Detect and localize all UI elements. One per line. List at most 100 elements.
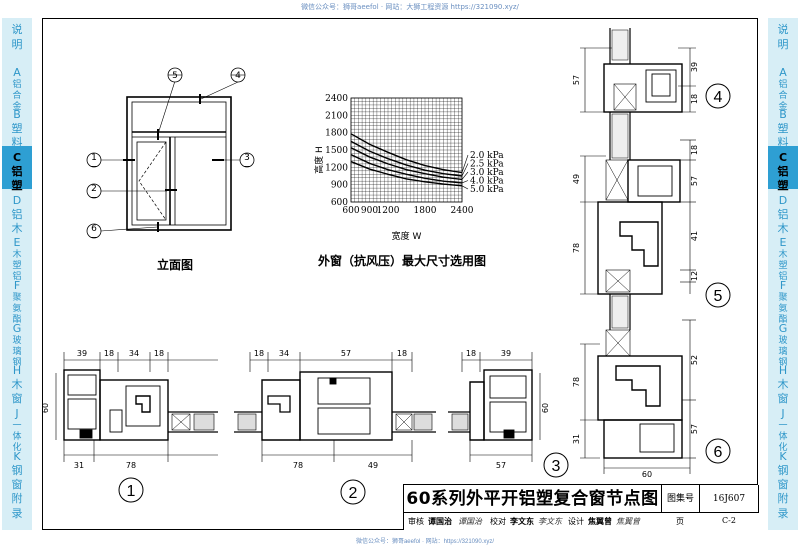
node-2-dim-5: 49 [368, 461, 378, 470]
sidebar-item-text: 附录 [11, 492, 23, 521]
sidebar-item-text: 铝木 [777, 207, 789, 235]
node-5-bubble: 5 [705, 282, 731, 308]
sidebar-item-letter: E [13, 236, 21, 250]
header-watermark: 微信公众号：狮哥aeefol · 网站：大狮工程资源 https://32109… [301, 3, 519, 11]
y-axis-label: 高度 H [313, 146, 325, 174]
sidebar-item-text: 玻璃钢 [12, 335, 22, 368]
node-4-dim-0: 57 [572, 75, 581, 85]
vertical-section-drawing [580, 28, 696, 474]
elevation-drawing [100, 80, 240, 232]
review-signature: 谭国治 [458, 517, 482, 526]
legend-label-1: 2.5 kPa [470, 160, 504, 170]
review-name: 谭国治 [428, 517, 452, 526]
sidebar-item-text: 聚氨酯 [778, 293, 788, 325]
marker-3-label: 3 [244, 153, 250, 163]
sidebar-item-n11[interactable]: 附录 [768, 487, 798, 530]
node-3-dims: 18 39 57 60 [466, 349, 550, 470]
sidebar-item-text: 说明 [11, 23, 23, 51]
check-role: 校对 [490, 517, 506, 526]
marker-6-label: 6 [91, 224, 97, 234]
legend-leader-1 [461, 163, 469, 177]
marker-2-sub: — [91, 193, 98, 201]
node-4-label: 4 [714, 89, 723, 106]
node-6-dim-1: 52 [690, 355, 699, 365]
vertical-section-dims: 57 39 18 49 18 57 78 41 12 78 52 31 57 6… [572, 62, 699, 479]
sidebar-item-n0[interactable]: 说明 [768, 18, 798, 61]
check-name: 李文东 [510, 517, 534, 526]
signature-row: 审核 谭国治 谭国治 校对 李文东 李文东 设计 焦翼曾 焦翼曾 页 C-2 [404, 513, 759, 531]
marker-5-label: 5 [172, 71, 178, 81]
marker-2-label: 2 [91, 184, 97, 194]
legend-label-0: 2.0 kPa [470, 151, 504, 161]
node-6-label: 6 [714, 444, 723, 461]
node-5-label: 5 [714, 288, 723, 305]
node-5-dim-4: 41 [690, 231, 699, 241]
x-axis-label: 宽度 W [392, 230, 422, 242]
node-6-dim-4: 60 [642, 470, 652, 479]
legend-label-3: 4.0 kPa [470, 177, 504, 187]
sidebar-item-letter: D [12, 193, 22, 207]
sidebar-item-n11[interactable]: 附录 [2, 487, 32, 530]
legend-leader-4 [461, 185, 469, 190]
drawing-frame [42, 18, 758, 530]
chart-title: 外窗（抗风压）最大尺寸选用图 [318, 254, 487, 268]
node-2-drawing [234, 352, 436, 462]
footer-watermark: 微信公众号：狮哥aeefol · 网站：https://321090.xyz/ [355, 539, 495, 545]
sidebar-item-letter: E [779, 236, 787, 250]
x-tick-label: 600 [342, 206, 359, 216]
sidebar-item-text: 一体化 [778, 421, 788, 453]
x-tick-label: 1200 [377, 206, 400, 216]
node-6-dim-2: 31 [572, 434, 581, 444]
node-1-drawing [55, 352, 218, 462]
sidebar-item-text: 聚氨酯 [12, 293, 22, 325]
node-1-dim-4: 31 [74, 461, 84, 470]
node-6-bubble: 6 [705, 438, 731, 464]
sidebar-item-letter: B [13, 108, 21, 122]
y-tick-label: 1800 [325, 129, 348, 139]
y-tick-label: 1200 [325, 163, 348, 173]
node-1-dim-2: 34 [129, 349, 139, 358]
node-3-dim-0: 18 [466, 349, 476, 358]
node-1-label: 1 [127, 483, 136, 500]
node-6-dim-0: 78 [572, 377, 581, 387]
y-tick-label: 2100 [325, 111, 348, 121]
node-1-bubble: 1 [118, 477, 144, 503]
atlas-number: 16J607 [700, 485, 759, 513]
node-3-bubble: 3 [543, 452, 569, 478]
series-line-3 [350, 153, 463, 184]
sidebar-item-letter: F [779, 279, 787, 292]
sidebar-item-text: 铝木 [11, 207, 23, 235]
x-tick-label: 2400 [451, 206, 474, 216]
legend-leader-3 [461, 180, 469, 184]
series-line-2 [350, 147, 463, 181]
sidebar-item-n0[interactable]: 说明 [2, 18, 32, 61]
x-tick-label: 900 [361, 206, 378, 216]
page-label: 页 [676, 517, 684, 526]
sidebar-item-text: 铝合金 [778, 79, 788, 112]
sidebar-item-letter: K [13, 449, 21, 463]
sidebar-item-letter: A [779, 65, 787, 79]
